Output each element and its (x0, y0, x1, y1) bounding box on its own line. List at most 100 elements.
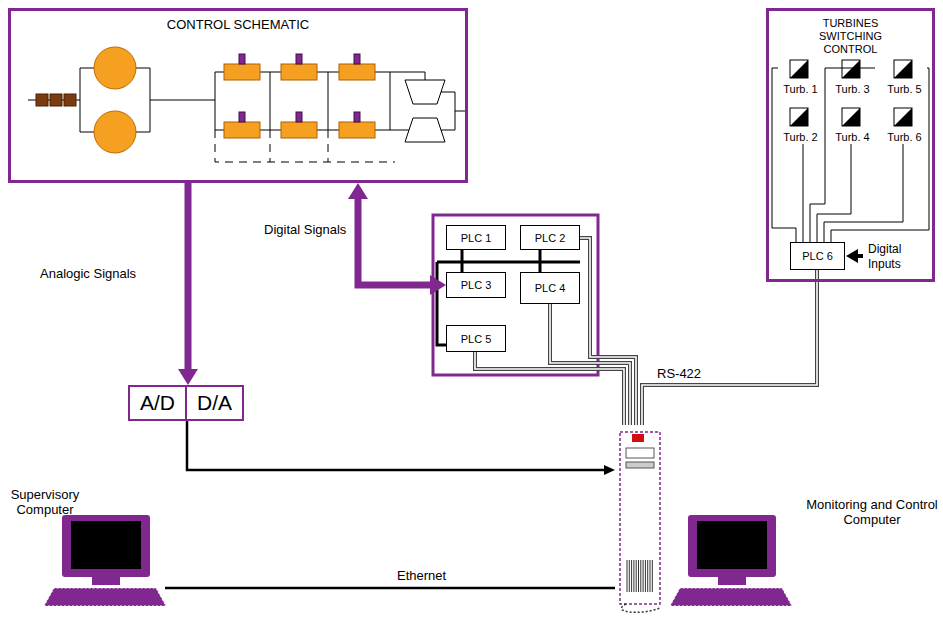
schematic-drawing-part-part (239, 54, 245, 64)
node-label: PLC 6 (802, 250, 833, 262)
computer: Supervisory Computer (5, 485, 165, 612)
computer-tower-part (632, 434, 644, 442)
barcode-stroke (652, 560, 653, 592)
schematic-drawing (28, 47, 466, 162)
turbine-switch: Turb. 4 (830, 106, 875, 144)
turbine-switch-icons-part (842, 108, 860, 126)
node-label: Supervisory Computer (5, 487, 85, 517)
turbine-switch-icons-part (894, 108, 912, 126)
barcode-stroke (650, 560, 651, 592)
panel-title: TURBINES SWITCHING CONTROL (805, 17, 897, 56)
signal-label: Digital Inputs (866, 242, 932, 272)
turbine-switch-icons-part (790, 108, 808, 126)
turbine-switch-icons-part (842, 60, 860, 78)
barcode-stroke (647, 560, 648, 592)
node-label: Turb. 4 (835, 131, 869, 144)
node-label: PLC 4 (535, 282, 566, 294)
switch-wire (831, 68, 929, 242)
schematic-drawing-part (224, 64, 375, 138)
schematic-drawing-part-part (281, 122, 317, 138)
node-label: Turb. 2 (783, 131, 817, 144)
connector-line (810, 68, 875, 242)
connector-line (580, 238, 636, 425)
edge-label: Analogic Signals (38, 266, 138, 281)
node-label: Turb. 1 (783, 83, 817, 96)
barcode-stroke (645, 560, 646, 592)
converter-box: A/DD/A (128, 385, 244, 421)
monitor-icon (670, 515, 792, 606)
schematic-drawing-part (94, 47, 136, 89)
node-label: Turb. 3 (835, 83, 869, 96)
plc-rack (433, 215, 598, 375)
signal-arrow (165, 588, 615, 589)
computer-tower-part (627, 560, 652, 592)
computer-tower (620, 432, 660, 612)
schematic-drawing-part-part (224, 122, 260, 138)
computer-tower-part (626, 462, 654, 468)
connector-line (817, 144, 851, 242)
barcode-stroke (629, 560, 630, 592)
plc-box: PLC 4 (520, 272, 580, 304)
barcode-stroke (633, 560, 634, 592)
switch-wire (810, 68, 875, 242)
schematic-drawing-part-part (339, 122, 375, 138)
digital-inputs-arrow-part (846, 249, 858, 263)
schematic-drawing-part-part (224, 64, 260, 80)
schematic-drawing-part (215, 72, 390, 130)
switch-wire (817, 144, 851, 242)
schematic-drawing-part (441, 92, 466, 130)
computer-tower-part (621, 604, 660, 612)
arrow-head (430, 275, 446, 295)
schematic-drawing-part-part (339, 64, 375, 80)
computer: Monitoring and Control Computer (615, 425, 940, 612)
connector-line (642, 270, 817, 425)
panel-title: CONTROL SCHEMATIC (11, 17, 465, 32)
panel-box: CONTROL SCHEMATIC (8, 8, 468, 183)
schematic-drawing-part (36, 94, 48, 106)
monitor-icon-part (688, 515, 776, 577)
schematic-drawing-part (64, 94, 76, 106)
connector-line (187, 421, 605, 470)
turbine-switch: Turb. 2 (778, 106, 823, 144)
signal-arrow (178, 183, 198, 385)
turbine-switch-icons-part (790, 60, 808, 78)
barcode-stroke (640, 560, 641, 592)
connector-core (580, 238, 636, 425)
monitor-icon-part (62, 515, 150, 577)
schematic-drawing-part (405, 118, 445, 142)
edge-label: RS-422 (655, 366, 703, 381)
turbine-switch: Turb. 3 (830, 58, 875, 96)
monitor-icon-part (718, 577, 746, 585)
connector-core (642, 270, 817, 425)
node-label: Turb. 6 (887, 131, 921, 144)
node-label: Monitoring and Control Computer (805, 497, 939, 527)
connector-line (824, 144, 903, 242)
node-label: PLC 1 (461, 232, 492, 244)
plc-box: PLC 6 (790, 242, 845, 270)
computer-tower-part (626, 448, 654, 458)
turbine-switch-icons-part (842, 60, 860, 78)
connector-line (165, 587, 615, 590)
connector-line (803, 144, 804, 242)
turbine-switch-icons-part (790, 108, 808, 126)
schematic-drawing-part-part (354, 112, 360, 122)
plc-box: PLC 1 (446, 225, 506, 250)
turbine-switch: Turb. 6 (882, 106, 927, 144)
schematic-drawing-part (239, 54, 360, 122)
schematic-drawing-part (50, 94, 62, 106)
schematic-drawing-part-part (354, 54, 360, 64)
connector-line (185, 183, 192, 370)
barcode-stroke (631, 560, 632, 592)
signal-arrow (348, 183, 446, 295)
rs422-cable (580, 238, 636, 425)
panel-box: TURBINES SWITCHING CONTROL Turb. 1 Turb. 3… (766, 8, 935, 282)
barcode-stroke (638, 560, 639, 592)
monitor-icon-part (71, 521, 141, 569)
signal-arrow (187, 421, 615, 475)
edge-label: Digital Signals (262, 222, 348, 237)
node-label: D/A (187, 387, 242, 419)
edge-label: Ethernet (395, 568, 448, 583)
turbine-switch-icons-part (894, 108, 912, 126)
turbine-switch-icons-part (894, 60, 912, 78)
